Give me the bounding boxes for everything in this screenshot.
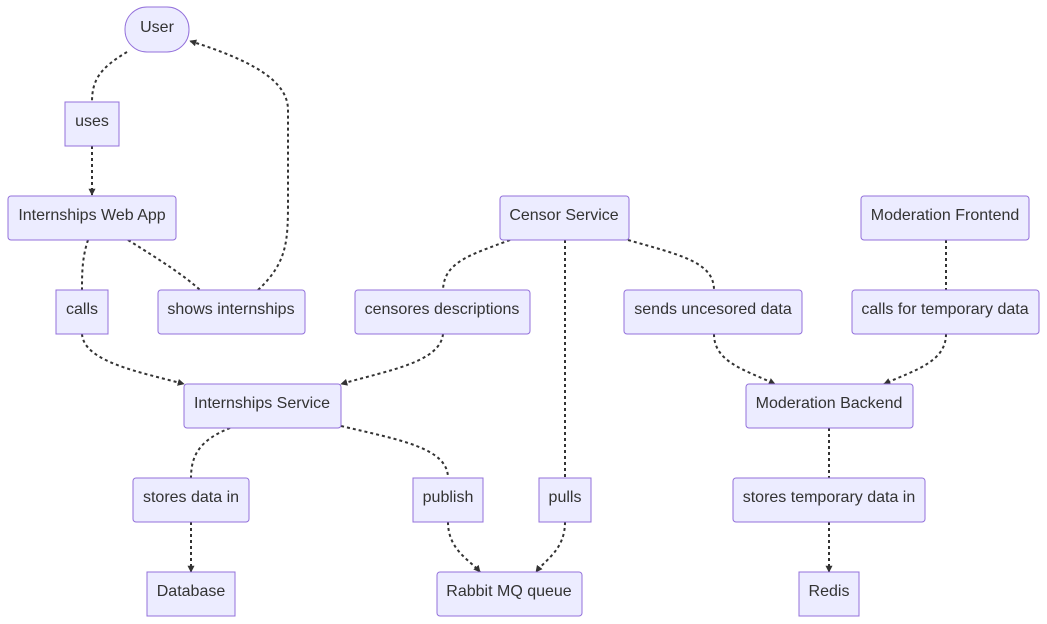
node-stores-data-in-label: stores data in: [143, 489, 239, 506]
edge-calls-temporary-moderation-backend: [883, 333, 947, 385]
node-shows-internships-label: shows internships: [167, 301, 294, 318]
node-calls: calls: [55, 289, 109, 335]
edge-sends-uncesored-moderation-backend: [713, 333, 776, 385]
node-calls-for-temporary-data-label: calls for temporary data: [861, 301, 1028, 318]
node-uses-label: uses: [75, 113, 109, 130]
node-moderation-backend: Moderation Backend: [745, 383, 914, 429]
edge-censor-sends-uncesored: [627, 239, 715, 291]
node-internships-web-app-label: Internships Web App: [18, 207, 165, 224]
edge-webapp-shows-internships: [127, 239, 201, 291]
node-uses: uses: [64, 101, 120, 147]
edge-pulls-rabbitmq: [535, 521, 566, 573]
node-calls-for-temporary-data: calls for temporary data: [851, 289, 1040, 335]
node-internships-web-app: Internships Web App: [7, 195, 177, 241]
edge-publish-rabbitmq: [447, 521, 481, 573]
node-rabbit-mq-queue-label: Rabbit MQ queue: [446, 583, 572, 600]
edge-webapp-calls: [81, 239, 89, 291]
node-sends-uncesored-data-label: sends uncesored data: [634, 301, 792, 318]
node-stores-temporary-data-in-label: stores temporary data in: [743, 489, 916, 506]
node-rabbit-mq-queue: Rabbit MQ queue: [436, 571, 583, 617]
node-censor-service: Censor Service: [499, 195, 630, 241]
node-sends-uncesored-data: sends uncesored data: [623, 289, 803, 335]
node-internships-service-label: Internships Service: [194, 395, 330, 412]
node-user-label: User: [140, 19, 174, 36]
node-redis-label: Redis: [809, 583, 850, 600]
edges: [81, 39, 947, 573]
node-calls-label: calls: [66, 301, 98, 318]
edge-shows-internships-user: [189, 39, 289, 291]
edge-internships-service-publish: [340, 425, 449, 479]
node-user: User: [124, 6, 190, 53]
node-internships-service: Internships Service: [183, 383, 342, 429]
node-censores-descriptions-label: censores descriptions: [365, 301, 520, 318]
node-database: Database: [146, 571, 236, 617]
node-redis: Redis: [798, 571, 860, 617]
node-publish: publish: [412, 477, 484, 523]
edge-censores-descriptions-internships-service: [340, 333, 444, 386]
node-censores-descriptions: censores descriptions: [354, 289, 531, 335]
node-shows-internships: shows internships: [157, 289, 306, 335]
edge-calls-internships-service: [81, 333, 185, 386]
node-publish-label: publish: [423, 489, 474, 506]
node-moderation-frontend-label: Moderation Frontend: [871, 207, 1020, 224]
edge-internships-service-stores-data: [190, 427, 231, 479]
node-stores-temporary-data-in: stores temporary data in: [732, 477, 926, 523]
node-database-label: Database: [157, 583, 226, 600]
edge-user-uses: [91, 51, 128, 103]
node-pulls: pulls: [538, 477, 592, 523]
node-moderation-frontend: Moderation Frontend: [860, 195, 1030, 241]
node-stores-data-in: stores data in: [132, 477, 250, 523]
node-censor-service-label: Censor Service: [509, 207, 618, 224]
node-pulls-label: pulls: [549, 489, 582, 506]
edge-censor-censores-descriptions: [442, 239, 511, 291]
nodes: User uses Internships Web App calls show…: [7, 6, 1040, 617]
node-moderation-backend-label: Moderation Backend: [756, 395, 903, 412]
